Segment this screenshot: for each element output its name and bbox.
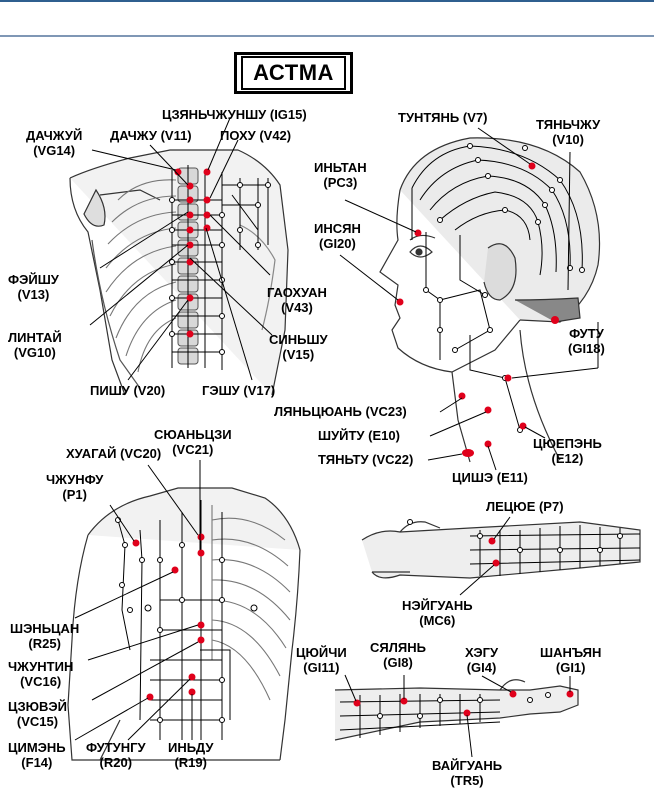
label-intan: ИНЬТАН(PC3) xyxy=(314,160,367,190)
head-points-neutral xyxy=(423,143,585,433)
outer-forearm-leader-lines xyxy=(344,674,571,758)
label-syalyan: СЯЛЯНЬ(GI8) xyxy=(370,640,426,670)
label-pokhu: ПОХУ (V42) xyxy=(220,128,292,143)
label-neyguan: НЭЙГУАНЬ(MC6) xyxy=(402,598,473,628)
chest-leader-lines xyxy=(74,460,201,741)
label-tsishe: ЦИШЭ (E11) xyxy=(452,470,528,485)
chest-points-active xyxy=(132,533,205,701)
label-pishu: ПИШУ (V20) xyxy=(90,383,166,398)
label-tsyuychi: ЦЮЙЧИ(GI11) xyxy=(296,645,347,675)
inner-forearm-points-neutral xyxy=(407,519,623,553)
label-tszyanchzhunshu: ЦЗЯНЬЧЖУНШУ (IG15) xyxy=(162,107,307,122)
label-tszyuvey: ЦЗЮВЭЙ(VC15) xyxy=(8,699,68,729)
label-syuantszi: СЮАНЬЦЗИ(VC21) xyxy=(154,427,232,457)
diagram-title: АСТМА xyxy=(241,56,346,90)
diagram-title-box: АСТМА xyxy=(234,52,353,94)
label-dachzhu: ДАЧЖУ (V11) xyxy=(110,128,192,143)
back-leader-lines xyxy=(89,117,273,381)
label-lintay: ЛИНТАЙ(VG10) xyxy=(8,330,62,360)
inner-forearm-points-active xyxy=(488,537,500,567)
label-dachzhuy: ДАЧЖУЙ(VG14) xyxy=(26,128,83,158)
label-chzhuntin: ЧЖУНТИН(VC16) xyxy=(8,659,74,689)
header-bottom-rule xyxy=(0,35,654,37)
label-letsyue: ЛЕЦЮЕ (P7) xyxy=(486,499,564,514)
label-geshu: ГЭШУ (V17) xyxy=(202,383,276,398)
inner-forearm-leader-lines xyxy=(459,516,511,596)
header-top-rule xyxy=(0,0,654,2)
outer-forearm-figure xyxy=(334,679,579,741)
header-bar xyxy=(0,0,654,37)
head-leader-lines xyxy=(339,127,599,471)
label-chzhunfu: ЧЖУНФУ(P1) xyxy=(46,472,104,502)
label-shuytu: ШУЙТУ (E10) xyxy=(318,428,400,443)
label-shentsan: ШЭНЬЦАН(R25) xyxy=(10,621,80,651)
label-tuntyan: ТУНТЯНЬ (V7) xyxy=(398,110,488,125)
label-insyan: ИНСЯН(GI20) xyxy=(314,221,361,251)
label-futungu: ФУТУНГУ(R20) xyxy=(86,740,146,770)
label-futu: ФУТУ(GI18) xyxy=(568,326,605,356)
label-lyantsyuan: ЛЯНЬЦЮАНЬ (VC23) xyxy=(274,404,407,419)
label-gaokhuan: ГАОХУАН(V43) xyxy=(267,285,327,315)
head-meridians xyxy=(411,145,583,431)
label-tsimen: ЦИМЭНЬ(F14) xyxy=(8,740,66,770)
label-tsyuepen: ЦЮЕПЭНЬ(E12) xyxy=(533,436,602,466)
back-points-active xyxy=(174,168,211,338)
label-khuagay: ХУАГАЙ (VC20) xyxy=(66,446,162,461)
label-vayguan: ВАЙГУАНЬ(TR5) xyxy=(432,758,503,788)
chest-figure xyxy=(67,487,301,761)
label-khegu: ХЭГУ(GI4) xyxy=(465,645,499,675)
label-indu: ИНЬДУ(R19) xyxy=(168,740,214,770)
outer-forearm-points-active xyxy=(353,690,574,717)
label-feyshu: ФЭЙШУ(V13) xyxy=(8,272,59,302)
label-tyanchzhu: ТЯНЬЧЖУ(V10) xyxy=(536,117,601,147)
outer-forearm-points-neutral xyxy=(377,692,551,719)
chest-points-neutral xyxy=(115,517,258,723)
back-points-neutral xyxy=(169,182,271,355)
head-figure xyxy=(379,137,601,463)
label-shanyan: ШАНЪЯН(GI1) xyxy=(540,645,602,675)
label-sinshu: СИНЬШУ(V15) xyxy=(269,332,328,362)
head-points-active xyxy=(396,162,559,457)
label-tyantu: ТЯНЬТУ (VC22) xyxy=(318,452,414,467)
